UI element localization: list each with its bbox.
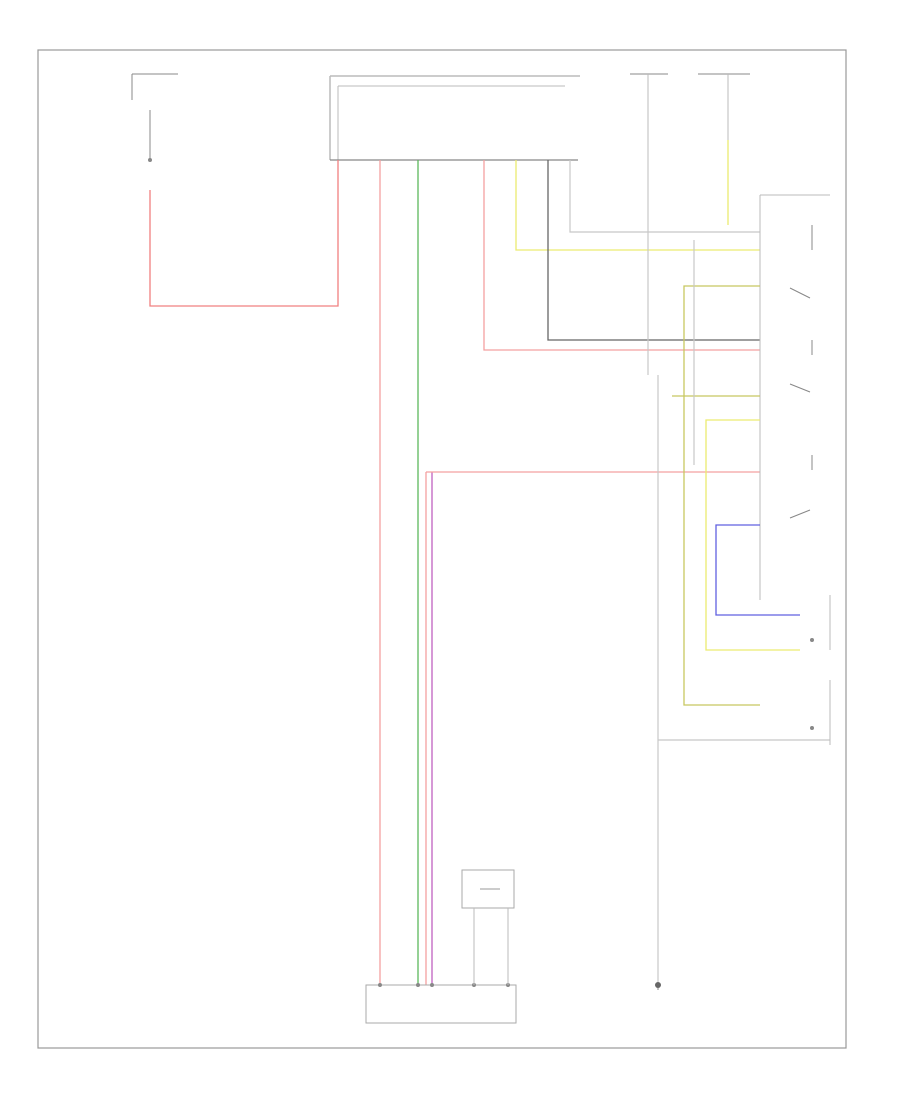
wire-pink-1 <box>483 160 760 351</box>
wire-dark-1 <box>547 160 760 341</box>
wire-yellow-3 <box>705 419 800 651</box>
sensor-right-group <box>810 595 831 745</box>
fuse-block-left <box>131 73 178 162</box>
wire-yellow-1 <box>515 160 760 251</box>
wire-blue <box>715 524 800 616</box>
ground <box>655 982 661 990</box>
power-bus <box>329 75 580 161</box>
fuse-block-right <box>630 73 750 140</box>
diagram-frame <box>37 49 847 1049</box>
main-connector <box>365 983 517 1024</box>
wire-light-1 <box>569 160 760 233</box>
wire-olive-1 <box>683 285 760 706</box>
sensor-box <box>461 869 515 985</box>
switch-block <box>759 194 830 600</box>
wire-red-left <box>149 160 339 307</box>
